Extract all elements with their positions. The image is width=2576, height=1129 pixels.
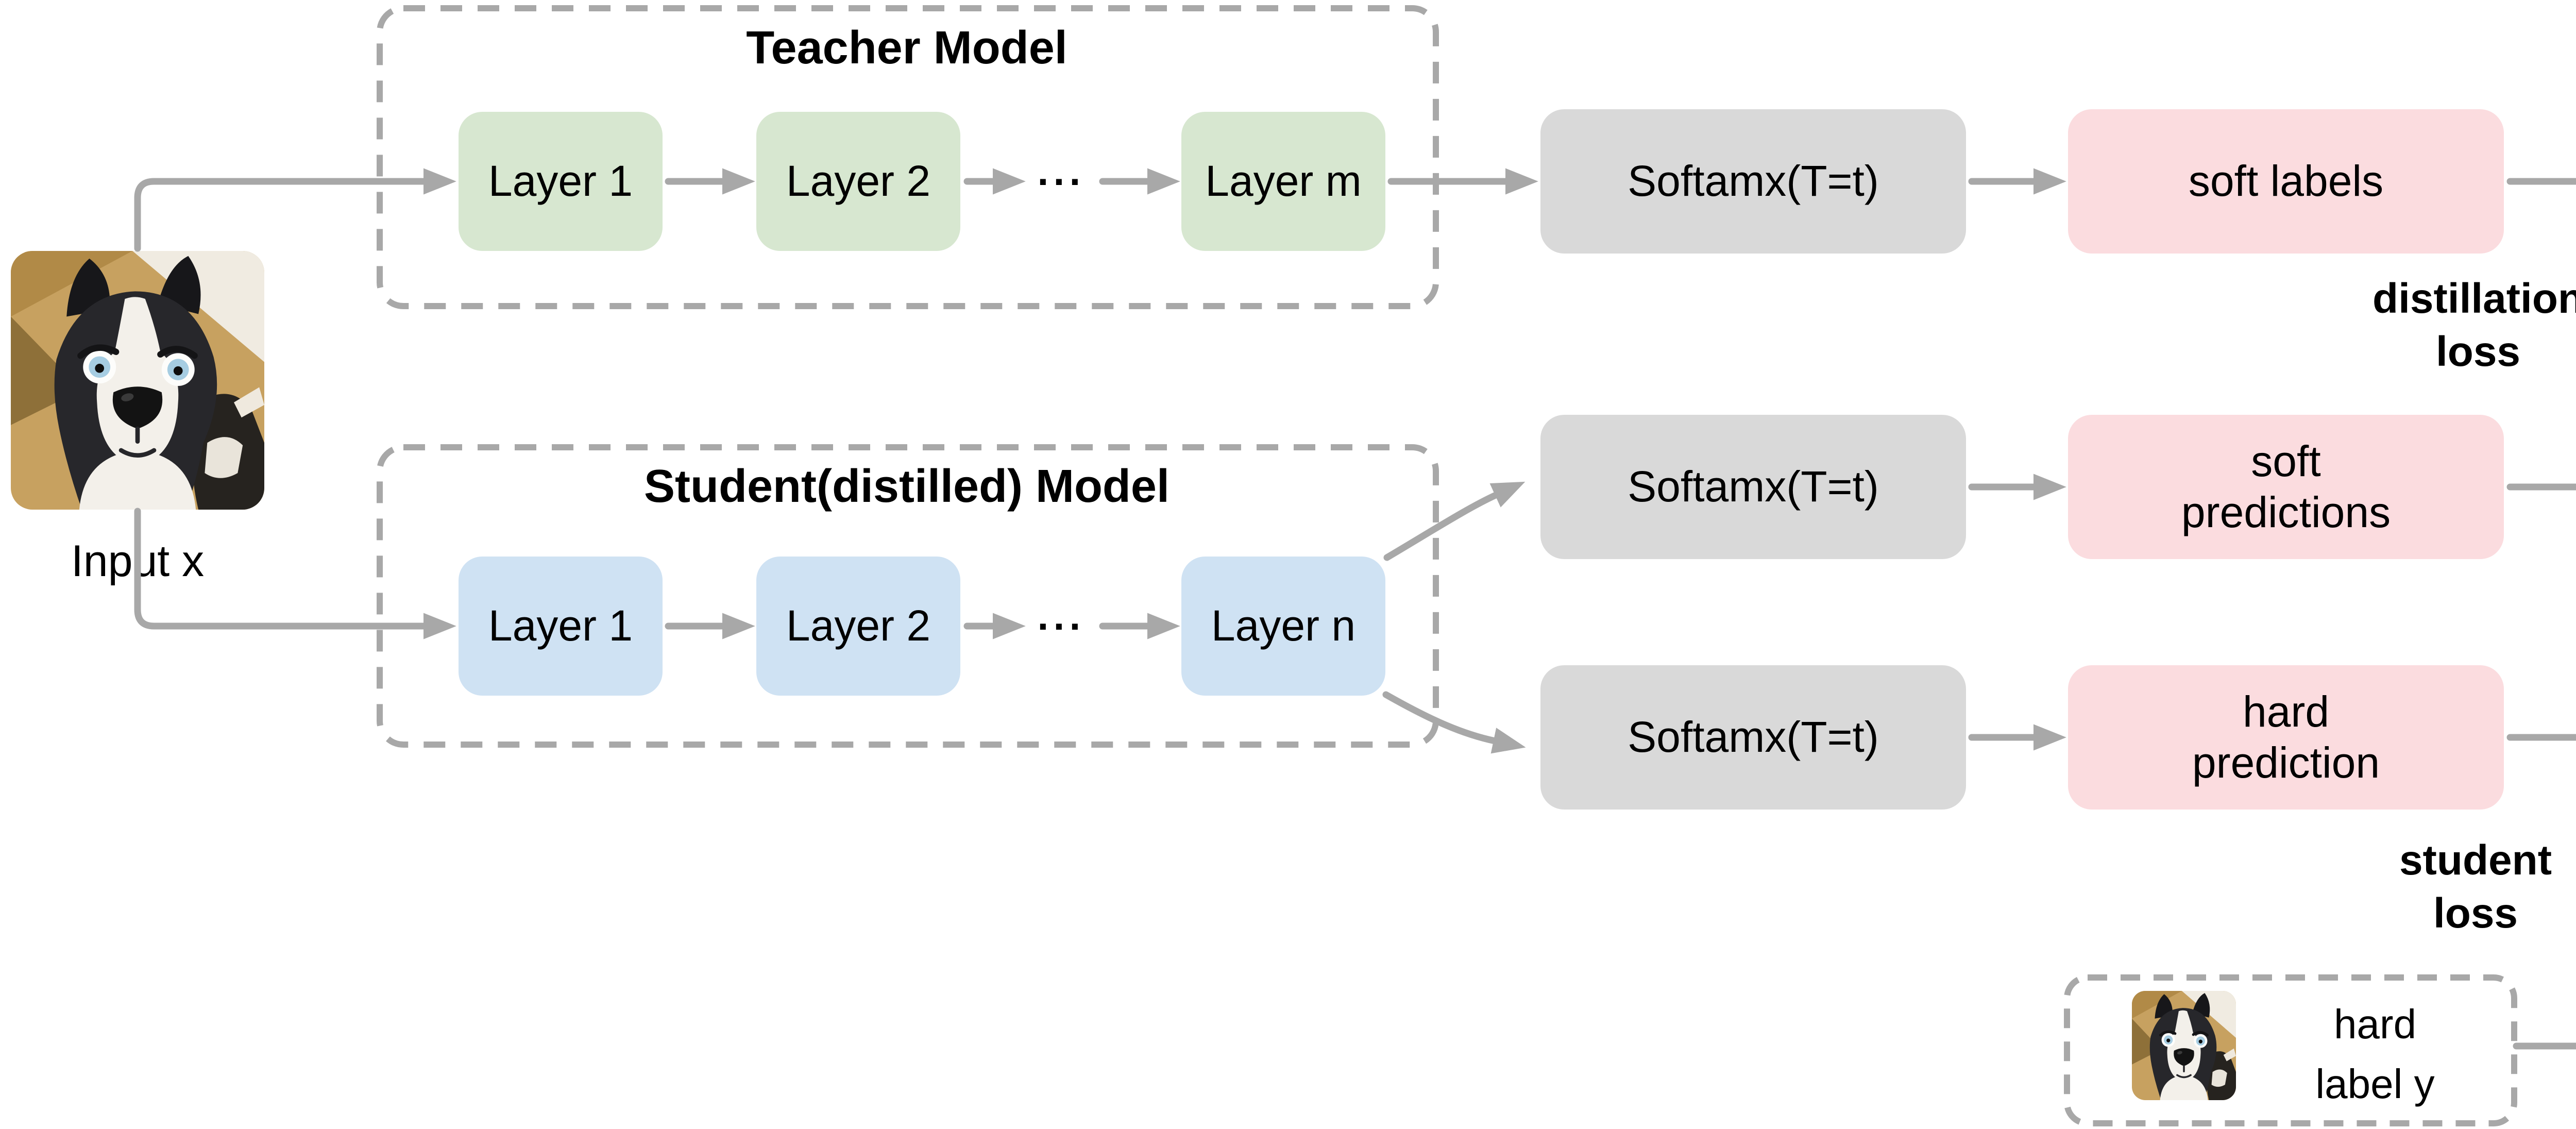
input-image-husky: [11, 251, 264, 510]
arrow-soft-labels-to-loss: [2506, 178, 2576, 185]
student-model-title: Student(distilled) Model: [644, 461, 1170, 512]
husky-photo-small-icon: [2132, 991, 2236, 1100]
student-ellipsis: ···: [1037, 603, 1086, 649]
student-layer-2: Layer 2: [756, 557, 960, 696]
student-layer-1: Layer 1: [459, 557, 663, 696]
teacher-layer-1-label: Layer 1: [488, 157, 633, 206]
student-layer-n-label: Layer n: [1211, 601, 1356, 650]
arrow-ln-to-softmax-soft: [1383, 481, 1526, 561]
soft-predictions-line1: soft: [2251, 436, 2321, 485]
distillation-loss-line2: loss: [2435, 328, 2521, 376]
softmax-student-hard-box: Softamx(T=t): [1540, 665, 1966, 810]
arrow-hard-prediction-to-loss: [2506, 734, 2576, 741]
teacher-layer-2: Layer 2: [756, 112, 960, 251]
input-label: Input x: [71, 536, 205, 586]
student-layer-2-label: Layer 2: [786, 601, 931, 650]
teacher-ellipsis: ···: [1037, 158, 1086, 204]
teacher-model-title: Teacher Model: [746, 22, 1067, 74]
softmax-teacher-label: Softamx(T=t): [1628, 157, 1879, 206]
distillation-loss-label: distillation loss: [2306, 272, 2576, 379]
soft-predictions-line2: predictions: [2181, 488, 2391, 536]
hard-label-line2: label y: [2315, 1061, 2435, 1107]
softmax-teacher-box: Softamx(T=t): [1540, 109, 1966, 254]
soft-labels-line1: soft labels: [2188, 157, 2384, 206]
hard-prediction-box: hard prediction: [2068, 665, 2504, 810]
teacher-layer-2-label: Layer 2: [786, 157, 931, 206]
teacher-layer-m: Layer m: [1181, 112, 1385, 251]
soft-predictions-box: soft predictions: [2068, 415, 2504, 559]
arrow-soft-predictions-to-loss: [2506, 483, 2576, 491]
softmax-student-soft-label: Softamx(T=t): [1628, 462, 1879, 511]
softmax-student-hard-label: Softamx(T=t): [1628, 713, 1879, 762]
husky-photo-icon: [11, 251, 264, 510]
teacher-layer-m-label: Layer m: [1205, 157, 1362, 206]
hard-label-image-husky: [2132, 991, 2236, 1100]
student-layer-n: Layer n: [1181, 557, 1385, 696]
hard-prediction-line2: prediction: [2192, 738, 2380, 787]
student-loss-line2: loss: [2433, 890, 2518, 937]
arrow-hard-label-to-loss: [2513, 1042, 2576, 1050]
student-layer-1-label: Layer 1: [488, 601, 633, 650]
arrow-ln-to-softmax-hard: [1382, 691, 1526, 754]
soft-labels-box: soft labels: [2068, 109, 2504, 254]
arrow-input-to-teacher: [134, 168, 456, 252]
hard-label-line1: hard: [2333, 1001, 2417, 1047]
teacher-layer-1: Layer 1: [459, 112, 663, 251]
student-loss-line1: student: [2399, 837, 2552, 884]
hard-label-text: hard label y: [2246, 995, 2504, 1114]
distillation-loss-line1: distillation: [2372, 275, 2576, 322]
hard-prediction-line1: hard: [2242, 687, 2330, 736]
softmax-student-soft-box: Softamx(T=t): [1540, 415, 1966, 559]
student-loss-label: student loss: [2303, 834, 2576, 940]
